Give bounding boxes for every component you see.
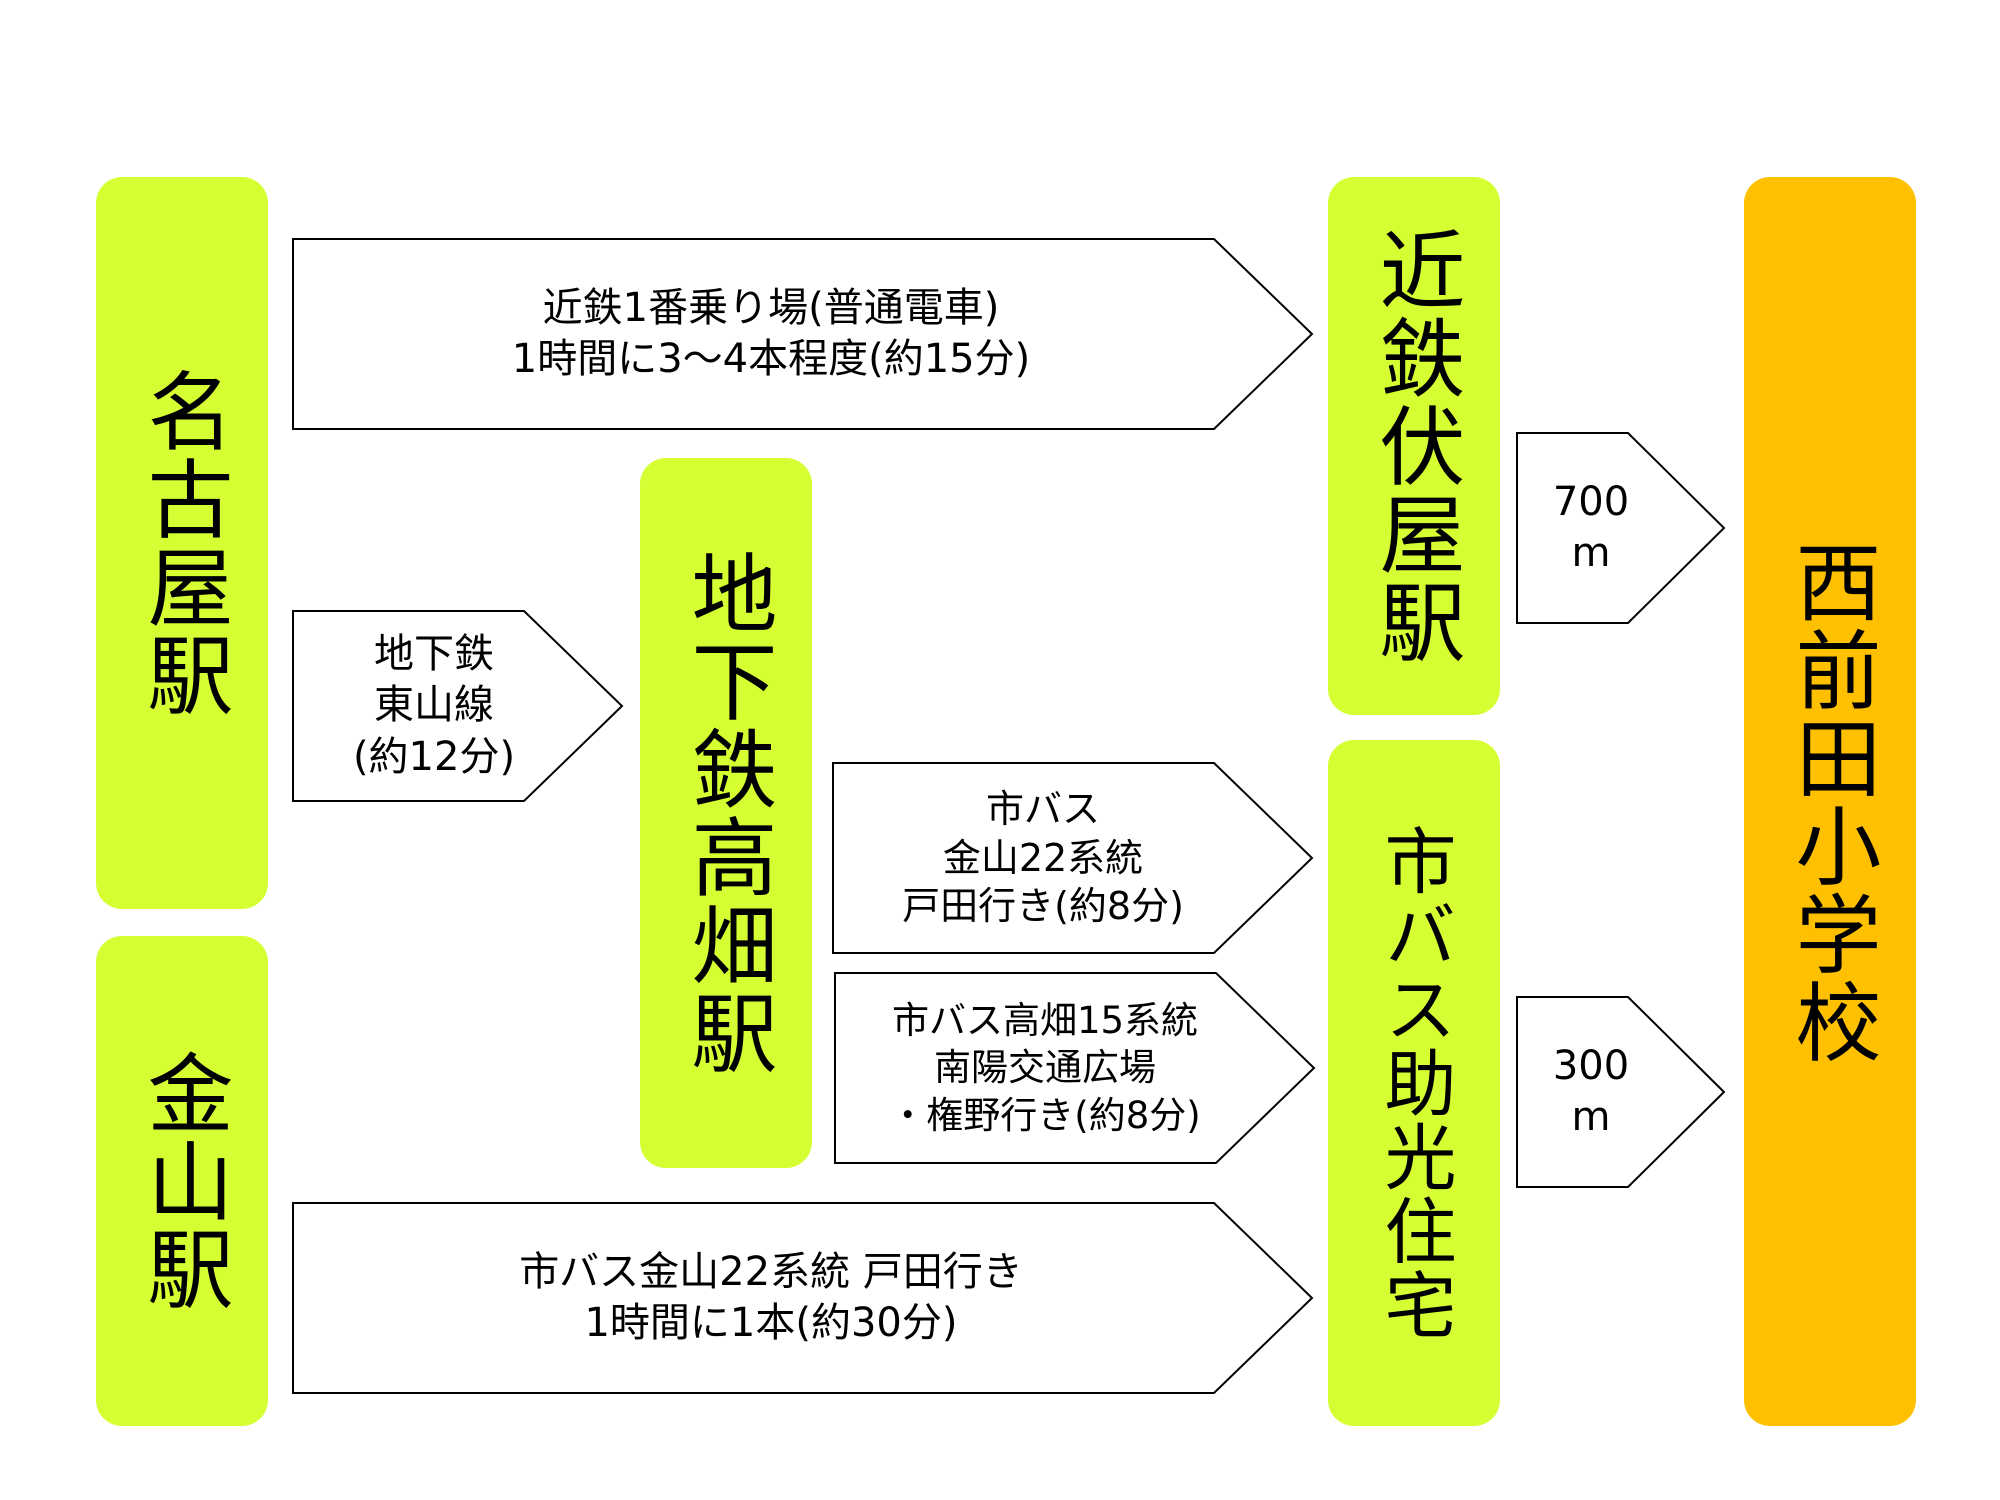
walk-700m-unit: m — [1571, 530, 1611, 576]
arrow-bus-kanayama22-shape — [832, 762, 1314, 954]
arrow-bus-from-kanayama: 市バス金山22系統 戸田行き 1時間に1本(約30分) — [292, 1202, 1314, 1394]
walk-700m-value: 700 — [1552, 478, 1630, 525]
bus-from-kanayama-line1: 市バス金山22系統 戸田行き — [519, 1248, 1023, 1295]
station-nagoya-label: 名古屋駅 — [132, 367, 232, 719]
station-bus-sukemitsu-label: 市バス助光住宅 — [1372, 824, 1456, 1342]
bus-kanayama22-line2: 金山22系統 — [942, 835, 1144, 880]
arrow-walk-700m: 700 m — [1516, 432, 1726, 624]
bus-kanayama22-line1: 市バス — [985, 787, 1100, 832]
station-kanayama-label: 金山駅 — [132, 1049, 232, 1313]
walk-300m-unit: m — [1571, 1094, 1611, 1140]
arrow-kintetsu-train: 近鉄1番乗り場(普通電車) 1時間に3～4本程度(約15分) — [292, 238, 1314, 430]
subway-line3: (約12分) — [352, 733, 516, 780]
bus-takabata15-line3: ・権野行き(約8分) — [889, 1093, 1201, 1137]
kintetsu-line2: 1時間に3～4本程度(約15分) — [511, 336, 1031, 382]
station-bus-sukemitsu: 市バス助光住宅 — [1328, 740, 1500, 1426]
arrow-walk-700m-shape — [1516, 432, 1726, 624]
arrow-walk-300m-shape — [1516, 996, 1726, 1188]
arrow-subway-higashiyama-shape — [292, 610, 624, 802]
station-takabata: 地下鉄高畑駅 — [640, 458, 812, 1168]
station-kintetsu-fushiya: 近鉄伏屋駅 — [1328, 177, 1500, 715]
walk-300m-value: 300 — [1552, 1042, 1630, 1089]
arrow-bus-takabata15: 市バス高畑15系統 南陽交通広場 ・権野行き(約8分) — [834, 972, 1316, 1164]
arrow-bus-kanayama22: 市バス 金山22系統 戸田行き(約8分) — [832, 762, 1314, 954]
bus-from-kanayama-line2: 1時間に1本(約30分) — [584, 1300, 958, 1346]
kintetsu-line1: 近鉄1番乗り場(普通電車) — [542, 284, 1000, 331]
arrow-kintetsu-train-shape — [292, 238, 1314, 430]
station-nagoya: 名古屋駅 — [96, 177, 268, 909]
destination-nishimaeda-school: 西前田小学校 — [1744, 177, 1916, 1426]
arrow-bus-from-kanayama-shape — [292, 1202, 1314, 1394]
bus-takabata15-line2: 南陽交通広場 — [934, 1046, 1156, 1090]
station-takabata-label: 地下鉄高畑駅 — [676, 549, 776, 1077]
bus-kanayama22-line3: 戸田行き(約8分) — [902, 884, 1184, 929]
arrow-subway-higashiyama: 地下鉄 東山線 (約12分) — [292, 610, 624, 802]
arrow-bus-takabata15-shape — [834, 972, 1316, 1164]
bus-takabata15-line1: 市バス高畑15系統 — [891, 998, 1199, 1042]
subway-line1: 地下鉄 — [374, 631, 494, 678]
destination-school-label: 西前田小学校 — [1780, 537, 1880, 1066]
subway-line2: 東山線 — [374, 682, 494, 729]
arrow-walk-300m: 300 m — [1516, 996, 1726, 1188]
station-kanayama: 金山駅 — [96, 936, 268, 1426]
station-kintetsu-fushiya-label: 近鉄伏屋駅 — [1364, 226, 1464, 666]
